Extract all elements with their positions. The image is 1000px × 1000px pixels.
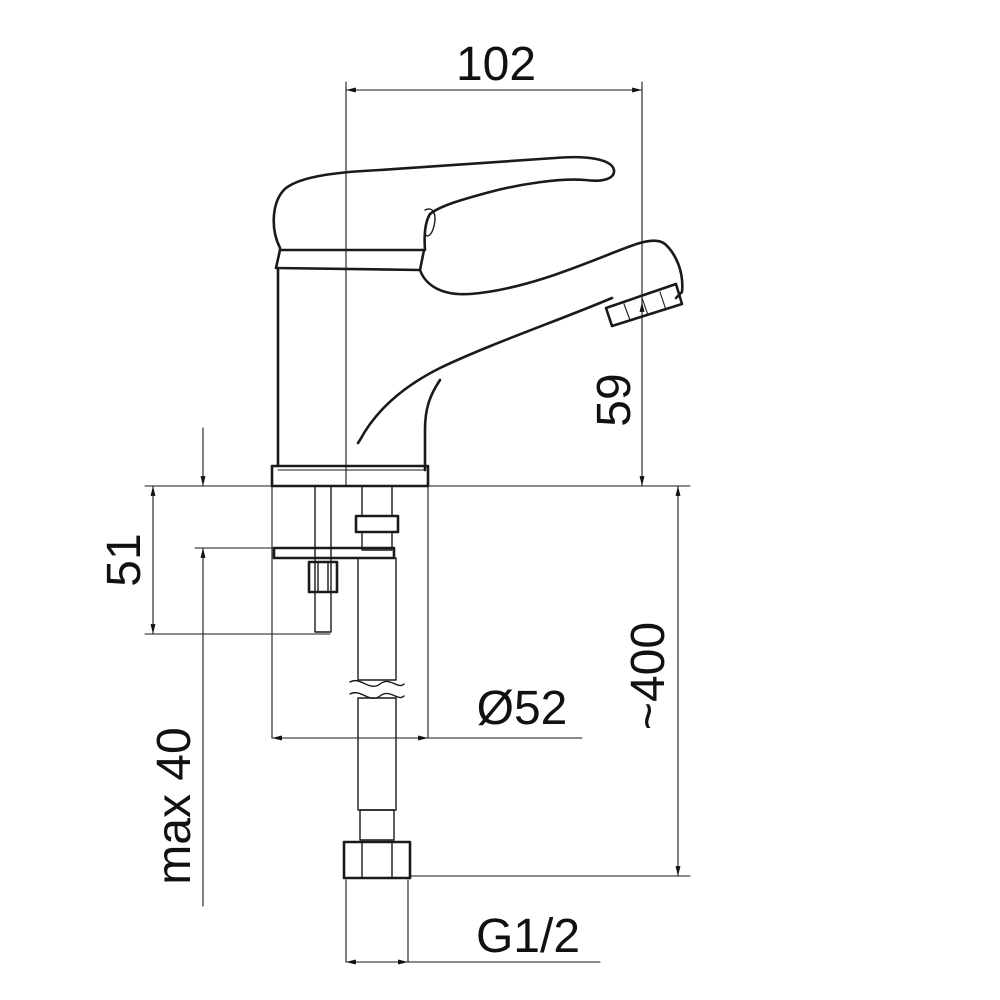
faucet-body: [270, 155, 684, 488]
spout-underside: [356, 296, 614, 445]
body-front: [423, 378, 442, 472]
handle-collar: [274, 248, 426, 272]
dim-thread-label: G1/2: [476, 910, 580, 963]
hose-ferrule: [359, 809, 395, 841]
braided-hose-lower: [357, 697, 397, 811]
stud-nut: [307, 560, 339, 594]
supply-hose: [342, 485, 412, 880]
break-mark: [349, 679, 405, 687]
dim-hose-length-label: ~400: [622, 622, 675, 730]
dim-shank-label: 51: [98, 533, 151, 586]
dim-width-label: 102: [456, 38, 536, 91]
spout: [418, 239, 684, 300]
mounting-plate: [272, 546, 396, 560]
braided-hose-upper: [357, 557, 397, 681]
mounting-hardware: [272, 485, 396, 633]
lever-handle: [272, 155, 616, 252]
dim-base-diameter-label: Ø52: [477, 682, 568, 735]
hose-nut: [342, 840, 412, 880]
dim-max-thickness-label: max 40: [148, 727, 201, 884]
hose-top-fitting: [354, 514, 400, 534]
lever-pivot: [424, 208, 436, 237]
aerator: [604, 282, 684, 328]
dimension-lines: [150, 87, 681, 965]
faucet-base: [270, 464, 430, 488]
extension-lines: [144, 81, 691, 963]
dim-spout-height-label: 59: [588, 373, 641, 426]
